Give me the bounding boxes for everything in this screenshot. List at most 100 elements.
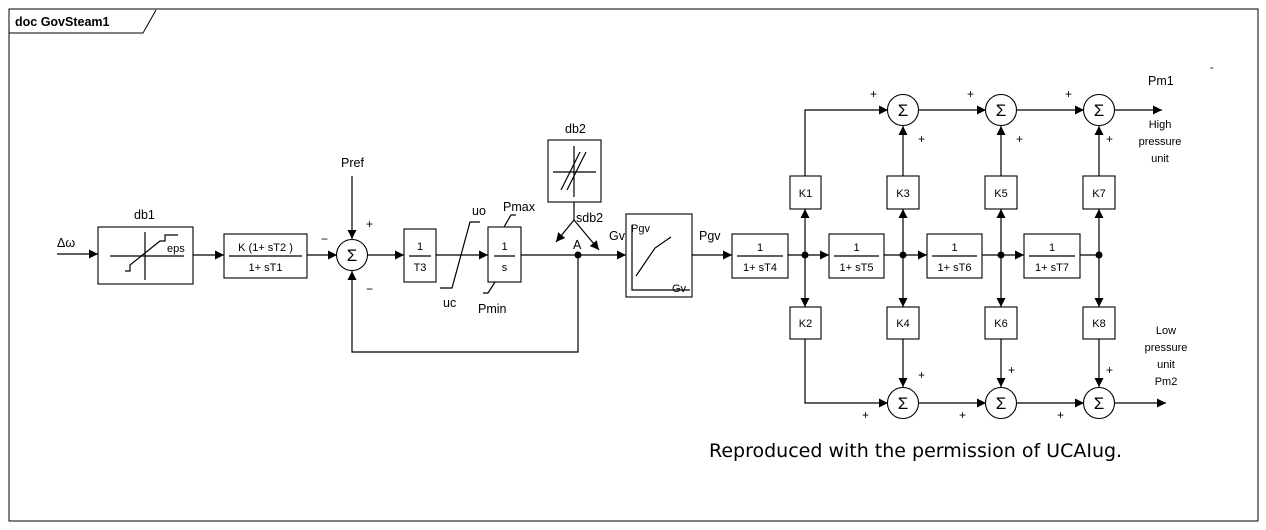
svg-text:Σ: Σ: [898, 394, 909, 413]
sign-minus: −: [366, 282, 373, 296]
svg-text:+: +: [918, 368, 925, 382]
gain-k6: K6: [984, 306, 1018, 340]
stray-mark: -: [1210, 62, 1214, 74]
sign-minus: −: [321, 232, 328, 246]
svg-text:+: +: [862, 408, 869, 422]
svg-text:1: 1: [951, 242, 957, 254]
gain-k8: K8: [1082, 306, 1116, 340]
svg-text:s: s: [502, 262, 508, 274]
db1-block: db1 eps: [97, 208, 194, 285]
svg-text:unit: unit: [1157, 359, 1175, 371]
t3-block: 1 T3: [403, 228, 437, 283]
svg-text:Σ: Σ: [1094, 394, 1105, 413]
svg-text:1: 1: [417, 241, 423, 253]
permission-note: Reproduced with the permission of UCAIug…: [709, 440, 1122, 462]
pmin-label: Pmin: [478, 302, 507, 316]
svg-text:1+ sT6: 1+ sT6: [938, 262, 972, 274]
summer-bottom-1: Σ + +: [862, 368, 925, 422]
summer-top-3: Σ + +: [1065, 87, 1116, 146]
svg-text:pressure: pressure: [1145, 342, 1188, 354]
svg-text:+: +: [959, 408, 966, 422]
frame-tab-label: doc GovSteam1: [15, 15, 110, 29]
svg-text:Σ: Σ: [996, 101, 1007, 120]
pmax-label: Pmax: [503, 200, 536, 214]
pm1-label: Pm1: [1148, 74, 1174, 88]
summer-bottom-3: Σ + +: [1057, 363, 1116, 422]
sdb2-label: sdb2: [576, 211, 603, 225]
diagram-frame: [8, 8, 1259, 522]
svg-text:+: +: [967, 87, 974, 101]
svg-text:K7: K7: [1092, 188, 1105, 200]
svg-text:+: +: [1065, 87, 1072, 101]
svg-text:Σ: Σ: [996, 394, 1007, 413]
svg-text:1+ sT7: 1+ sT7: [1035, 262, 1069, 274]
svg-text:1+ sT5: 1+ sT5: [840, 262, 874, 274]
svg-text:Low: Low: [1156, 325, 1176, 337]
lead-lag-denominator: 1+ sT1: [249, 262, 283, 274]
lead-lag-numerator: K (1+ sT2 ): [238, 242, 293, 254]
rate-limiter: uo uc: [440, 204, 486, 310]
svg-text:K3: K3: [896, 188, 909, 200]
svg-text:K6: K6: [994, 318, 1007, 330]
svg-text:1: 1: [853, 242, 859, 254]
svg-text:unit: unit: [1151, 153, 1169, 165]
junction-dots: [574, 251, 1103, 259]
svg-text:+: +: [1008, 363, 1015, 377]
svg-text:K4: K4: [896, 318, 909, 330]
gain-k3: K3: [886, 175, 920, 210]
svg-text:+: +: [1106, 132, 1113, 146]
integrator-block: 1 s Pmax Pmin: [478, 200, 536, 316]
svg-text:K1: K1: [799, 188, 812, 200]
summer-bottom-2: Σ + +: [959, 363, 1018, 422]
gain-k4: K4: [886, 306, 920, 340]
svg-text:K5: K5: [994, 188, 1007, 200]
svg-text:+: +: [1016, 132, 1023, 146]
frame-tab-outline: [9, 9, 157, 34]
pgv-signal-label: Pgv: [699, 229, 721, 243]
db1-eps-label: eps: [167, 243, 185, 255]
sign-plus: +: [366, 217, 373, 231]
t5-block: 1 1+ sT5: [828, 233, 885, 279]
uc-label: uc: [443, 296, 456, 310]
pgv-block-axis: Gv: [672, 283, 687, 295]
svg-text:1: 1: [501, 241, 507, 253]
svg-text:1+ sT4: 1+ sT4: [743, 262, 777, 274]
summer-1: Σ + − −: [321, 217, 373, 296]
svg-text:+: +: [870, 87, 877, 101]
input-label: Δω: [57, 236, 75, 250]
pgv-block-title: Pgv: [631, 223, 650, 235]
db2-block: db2 sdb2: [547, 122, 603, 225]
low-pressure-label: Low pressure unit Pm2: [1145, 325, 1188, 388]
summer-top-2: Σ + +: [967, 87, 1023, 146]
t4-block: 1 1+ sT4: [731, 233, 789, 279]
pm2-label: Pm2: [1155, 376, 1178, 388]
svg-text:High: High: [1149, 119, 1172, 131]
svg-text:Σ: Σ: [1094, 101, 1105, 120]
svg-text:pressure: pressure: [1139, 136, 1182, 148]
point-a-label: A: [573, 238, 582, 252]
db1-label: db1: [134, 208, 155, 222]
svg-text:+: +: [1106, 363, 1113, 377]
pgv-block: Pgv Gv: [625, 213, 693, 298]
svg-text:1: 1: [1049, 242, 1055, 254]
svg-text:Σ: Σ: [347, 246, 358, 265]
svg-text:1: 1: [757, 242, 763, 254]
summer-top-1: Σ + +: [870, 87, 925, 146]
svg-text:Σ: Σ: [898, 101, 909, 120]
high-pressure-label: High pressure unit: [1139, 119, 1182, 165]
svg-text:K8: K8: [1092, 318, 1105, 330]
gain-k5: K5: [984, 175, 1018, 210]
svg-text:+: +: [918, 132, 925, 146]
lead-lag-block: K (1+ sT2 ) 1+ sT1: [223, 233, 308, 279]
db2-label: db2: [565, 122, 586, 136]
svg-text:+: +: [1057, 408, 1064, 422]
t6-block: 1 1+ sT6: [926, 233, 983, 279]
gain-k7: K7: [1082, 175, 1116, 210]
gain-k2: K2: [789, 306, 822, 340]
uo-label: uo: [472, 204, 486, 218]
t7-block: 1 1+ sT7: [1023, 233, 1081, 279]
svg-text:T3: T3: [414, 262, 427, 274]
svg-text:K2: K2: [799, 318, 812, 330]
gain-k1: K1: [789, 175, 822, 210]
